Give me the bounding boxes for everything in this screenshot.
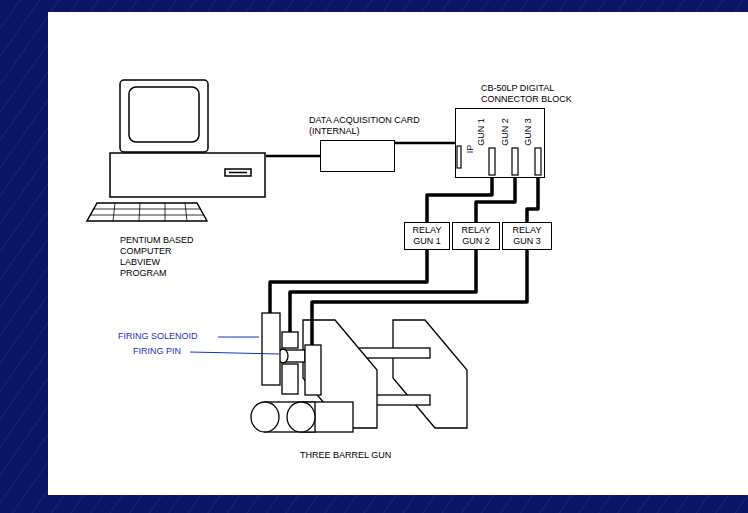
wire-connector: [395, 142, 455, 145]
white-panel: [48, 12, 748, 495]
key-row: [94, 209, 201, 210]
back-plate: [393, 320, 467, 428]
wire: [268, 310, 272, 313]
key-row: [91, 215, 204, 216]
wire-connector: [266, 155, 320, 158]
computer-node: PENTIUM BASED COMPUTER LABVIEW PROGRAM: [85, 75, 266, 285]
part-label: FIRING PIN: [133, 346, 181, 357]
firing-solenoid: [305, 345, 321, 395]
wire-connector: [527, 178, 538, 222]
pin-name: GUN 3: [523, 118, 534, 146]
barrel-muzzle: [251, 402, 279, 432]
monitor: [120, 80, 208, 152]
wire-connector: [427, 178, 492, 222]
gun-label: THREE BARREL GUN: [300, 450, 430, 461]
barrel-muzzle: [287, 402, 315, 432]
card-label: DATA ACQUISITION CARD (INTERNAL): [309, 115, 449, 137]
pin-name: GUN 1: [476, 118, 487, 146]
monitor-screen: [129, 87, 199, 142]
pin-slot: [512, 148, 518, 175]
firing-solenoid: [262, 313, 280, 385]
computer-label: PENTIUM BASED COMPUTER LABVIEW PROGRAM: [120, 235, 200, 279]
key-line: [165, 203, 166, 221]
key-line: [139, 203, 140, 221]
leader-line: [190, 352, 279, 354]
drive-slot: [225, 169, 251, 176]
relay-box: RELAY GUN 2: [452, 222, 500, 250]
firing-solenoid: [282, 332, 298, 348]
wire-connector: [476, 178, 515, 222]
pin-name: IP: [465, 145, 476, 154]
wire: [288, 310, 292, 332]
part-label: FIRING SOLENOID: [118, 331, 198, 342]
key-line: [185, 203, 187, 221]
daq-card: DATA ACQUISITION CARD (INTERNAL): [320, 140, 395, 172]
relay-label: RELAY GUN 2: [456, 225, 496, 247]
computer-drawing: [87, 80, 265, 221]
pin-slot: [457, 146, 461, 168]
gun-node: THREE BARREL GUN: [225, 310, 475, 475]
leader-line: [218, 337, 259, 338]
wire-connector: [312, 250, 527, 310]
relay-label: RELAY GUN 3: [506, 225, 548, 247]
pin-slot: [535, 148, 541, 175]
pin-slot: [489, 148, 495, 175]
drive-slot-line: [229, 172, 247, 174]
block-label: CB-50LP DIGITAL CONNECTOR BLOCK: [481, 83, 599, 105]
key-line: [113, 203, 115, 221]
system-unit: [110, 153, 265, 197]
relay-box: RELAY GUN 3: [502, 222, 552, 250]
relay-box: RELAY GUN 1: [404, 222, 450, 250]
pin-name: GUN 2: [500, 118, 511, 146]
relay-label: RELAY GUN 1: [408, 225, 446, 247]
connector-block: CB-50LP DIGITAL CONNECTOR BLOCKIPGUN 1GU…: [455, 108, 545, 178]
gun-drawing: [251, 310, 467, 432]
firing-solenoid: [282, 364, 298, 394]
keyboard: [87, 203, 207, 221]
wire: [310, 310, 314, 345]
